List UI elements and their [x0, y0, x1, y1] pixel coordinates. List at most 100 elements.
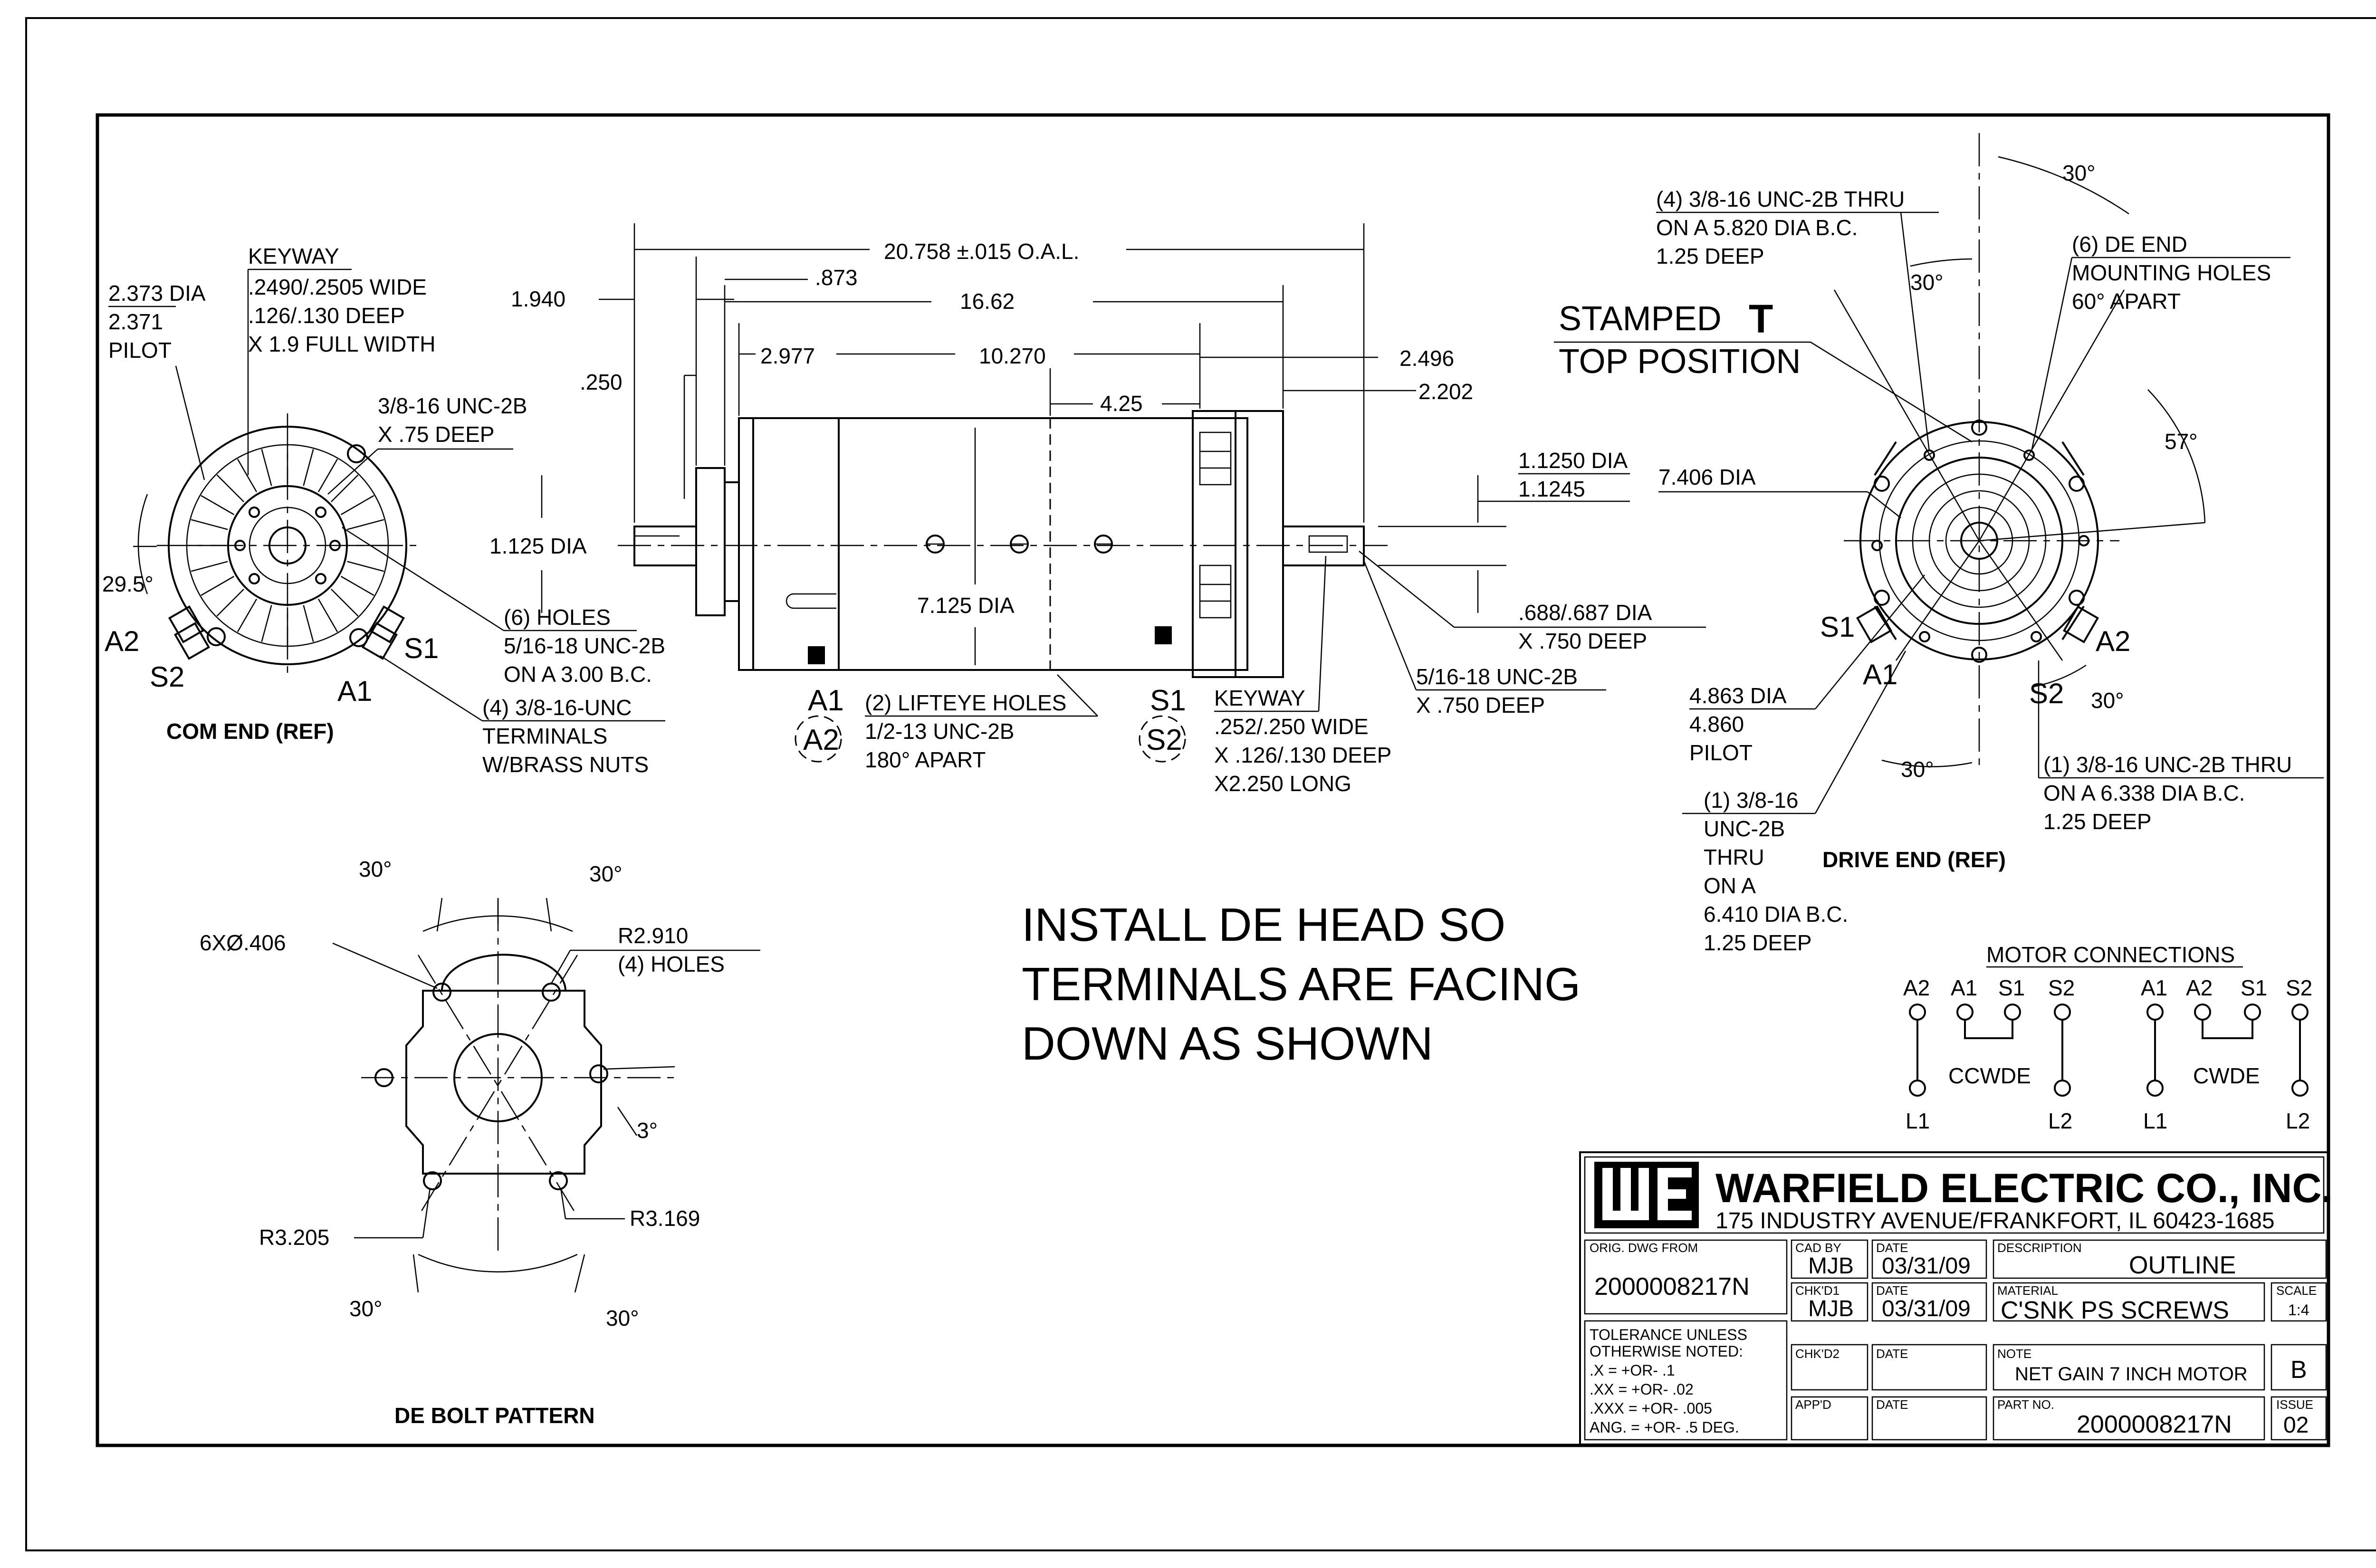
side-keyway-2: .252/.250 WIDE: [1214, 714, 1369, 739]
part-value: 2000008217N: [2077, 1411, 2232, 1438]
install-note-2: TERMINALS ARE FACING: [1022, 958, 1581, 1010]
com-term-a1: A1: [337, 675, 372, 707]
chk1-value: MJB: [1808, 1296, 1854, 1321]
date1-label: DATE: [1876, 1241, 1908, 1255]
cooling-fin: [331, 589, 359, 617]
com-pilot-dia-2: 2.371: [108, 309, 163, 334]
bolt-pattern-view: [361, 898, 675, 1272]
cooling-fin: [191, 519, 228, 530]
cad-label: CAD BY: [1795, 1241, 1841, 1255]
cooling-fin: [261, 449, 272, 486]
drive-end-view: [1833, 133, 2206, 770]
com-tap-1: 3/8-16 UNC-2B: [378, 393, 527, 418]
com-end-view: [133, 413, 418, 679]
bp-a30-tl: 30°: [359, 857, 392, 881]
date3-label: DATE: [1876, 1347, 1908, 1361]
dim-2496: 2.496: [1399, 346, 1454, 371]
note-value: NET GAIN 7 INCH MOTOR: [2015, 1364, 2248, 1385]
cooling-fin: [237, 598, 258, 632]
side-keyway-1: KEYWAY: [1214, 686, 1305, 710]
dim-1940: 1.940: [511, 287, 565, 311]
scale-value: 1:4: [2288, 1301, 2309, 1319]
stamped-t: T: [1749, 296, 1773, 341]
date1-value: 03/31/09: [1882, 1253, 1971, 1279]
tol-6: ANG. = +OR- .5 DEG.: [1590, 1419, 1739, 1436]
cooling-fin: [261, 605, 272, 642]
com-term-s1: S1: [404, 632, 439, 664]
orig-value: 2000008217N: [1594, 1273, 1750, 1300]
outer-border: [25, 17, 2376, 1551]
de-pilot-1: 4.863 DIA: [1689, 683, 1787, 708]
cooling-fin: [216, 474, 244, 502]
de-a30-right: 30°: [2091, 688, 2124, 713]
com-term-s2: S2: [150, 661, 184, 693]
chk2-label: CHK'D2: [1795, 1347, 1839, 1361]
tol-1: TOLERANCE UNLESS: [1590, 1326, 1747, 1343]
com-end-title: COM END (REF): [166, 719, 334, 744]
de-top-holes-1: (4) 3/8-16 UNC-2B THRU: [1656, 187, 1905, 211]
com-holes-3: ON A 3.00 B.C.: [504, 662, 652, 687]
cooling-fin: [201, 575, 235, 596]
de-left-hole-2: UNC-2B: [1704, 816, 1785, 841]
com-terminals-1: (4) 3/8-16-UNC: [482, 695, 632, 720]
body-dia: 7.125 DIA: [917, 593, 1015, 618]
de-s1: S1: [1820, 611, 1855, 643]
side-view-dims: [599, 223, 1630, 665]
ccw-top-4: S2: [2048, 975, 2075, 1000]
com-terminals-2: TERMINALS: [482, 724, 607, 748]
orig-label: ORIG. DWG FROM: [1590, 1241, 1698, 1255]
side-keyway-3: X .126/.130 DEEP: [1214, 743, 1391, 767]
dim-873: .873: [815, 265, 858, 290]
de-s2: S2: [2029, 678, 2064, 709]
com-pilot-label: PILOT: [108, 338, 172, 363]
cooling-fin: [331, 474, 359, 502]
com-terminals-3: W/BRASS NUTS: [482, 752, 649, 777]
de-top-holes-2: ON A 5.820 DIA B.C.: [1656, 215, 1858, 240]
ccw-top-3: S1: [1998, 975, 2025, 1000]
ccw-label: CCWDE: [1948, 1063, 2031, 1088]
inner-border: [96, 113, 2330, 1447]
de-a30-bot: 30°: [1901, 757, 1934, 782]
top-position-label: TOP POSITION: [1559, 343, 1801, 381]
mat-label: MATERIAL: [1997, 1283, 2058, 1298]
de-bottom-hole-3: 1.25 DEEP: [2043, 809, 2152, 834]
lifteye-2: 1/2-13 UNC-2B: [865, 719, 1014, 744]
dim-2977: 2.977: [760, 344, 815, 368]
side-s2: S2: [1146, 724, 1182, 756]
cooling-fin: [340, 495, 374, 516]
bp-r3205: R3.205: [259, 1225, 329, 1250]
de-dia-7406: 7.406 DIA: [1658, 465, 1756, 489]
com-term-a2: A2: [105, 625, 139, 657]
de-left-hole-6: 1.25 DEEP: [1704, 930, 1812, 955]
de-holes-3: 60° APART: [2072, 289, 2181, 314]
cad-value: MJB: [1808, 1253, 1854, 1279]
bp-r2910-holes: (4) HOLES: [618, 952, 725, 976]
de-bottom-hole-2: ON A 6.338 DIA B.C.: [2043, 781, 2245, 805]
cooling-fin: [317, 598, 338, 632]
cw-top-1: A1: [2141, 975, 2167, 1000]
lifteye-1: (2) LIFTEYE HOLES: [865, 690, 1066, 715]
ccw-top-1: A2: [1903, 975, 1930, 1000]
cw-l1: L1: [2143, 1109, 2167, 1133]
tol-3: .X = +OR- .1: [1590, 1362, 1675, 1379]
de-a57: 57°: [2165, 429, 2198, 454]
bp-a30-br: 30°: [606, 1306, 639, 1330]
cw-top-3: S1: [2241, 975, 2267, 1000]
com-tap-2: X .75 DEEP: [378, 422, 494, 447]
cooling-fin: [347, 519, 384, 530]
de-top-holes-3: 1.25 DEEP: [1656, 244, 1764, 268]
connections-title: MOTOR CONNECTIONS: [1986, 942, 2235, 967]
issue-label: ISSUE: [2276, 1397, 2313, 1412]
bore-2: X .750 DEEP: [1518, 629, 1647, 653]
dim-10270: 10.270: [979, 344, 1046, 368]
de-a30-top: 30°: [2062, 161, 2096, 185]
com-keyway-title: KEYWAY: [248, 244, 339, 268]
com-keyway-depth: .126/.130 DEEP: [248, 303, 405, 328]
date2-label: DATE: [1876, 1283, 1908, 1298]
note-label: NOTE: [1997, 1347, 2031, 1361]
dim-2202: 2.202: [1418, 379, 1473, 404]
dim-425: 4.25: [1100, 391, 1143, 416]
install-note-3: DOWN AS SHOWN: [1022, 1017, 1433, 1070]
side-keyway-4: X2.250 LONG: [1214, 771, 1351, 796]
